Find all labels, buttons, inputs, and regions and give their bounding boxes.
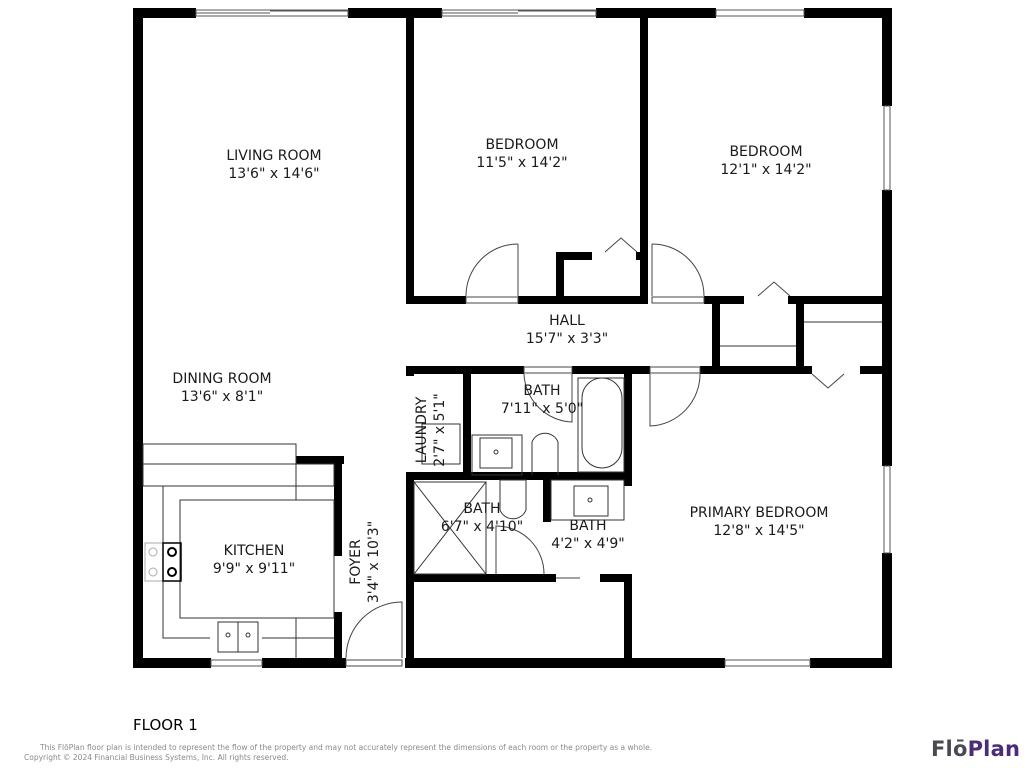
room-dimensions: 3'4" x 10'3": [366, 520, 382, 604]
room-dimensions: 7'11" x 5'0": [500, 401, 584, 417]
room-name: BATH: [463, 501, 501, 517]
room-label-hall: HALL 15'7" x 3'3": [526, 312, 608, 348]
logo-part-2: Plan: [967, 737, 1021, 761]
room-dimensions: 11'5" x 14'2": [476, 155, 568, 171]
room-dimensions: 6'7" x 4'10": [440, 519, 524, 535]
fixtures: [142, 321, 882, 658]
room-label-bedroom-2: BEDROOM 12'1" x 14'2": [720, 143, 811, 179]
copyright-line: Copyright © 2024 Financial Business Syst…: [24, 753, 289, 762]
room-label-bath-1: BATH 7'11" x 5'0": [501, 382, 583, 418]
room-label-kitchen: KITCHEN 9'9" x 9'11": [213, 542, 295, 578]
disclaimer-line-1: This FlōPlan floor plan is intended to r…: [40, 743, 653, 752]
room-label-bedroom-1: BEDROOM 11'5" x 14'2": [476, 136, 567, 172]
room-label-foyer: FOYER 3'4" x 10'3": [347, 516, 383, 608]
room-label-laundry: LAUNDRY 2'7" x 5'1": [413, 390, 449, 470]
room-label-living-room: LIVING ROOM 13'6" x 14'6": [226, 147, 321, 183]
logo-part-1: Flō: [931, 737, 968, 761]
room-dimensions: 12'8" x 14'5": [713, 523, 805, 539]
room-label-primary-bedroom: PRIMARY BEDROOM 12'8" x 14'5": [690, 504, 829, 540]
room-name: FOYER: [348, 539, 364, 585]
room-name: DINING ROOM: [172, 371, 272, 387]
disclaimer: This FlōPlan floor plan is intended to r…: [24, 743, 652, 763]
room-dimensions: 12'1" x 14'2": [720, 162, 812, 178]
room-dimensions: 15'7" x 3'3": [525, 331, 609, 347]
room-name: BATH: [569, 518, 607, 534]
room-name: BEDROOM: [485, 137, 559, 153]
floor-label: FLOOR 1: [133, 716, 198, 734]
room-label-bath-3: BATH 4'2" x 4'9": [551, 517, 624, 553]
room-dimensions: 13'6" x 8'1": [180, 389, 264, 405]
room-dimensions: 4'2" x 4'9": [551, 536, 625, 552]
floplan-logo: FlōPlan: [931, 737, 1020, 761]
room-label-bath-2: BATH 6'7" x 4'10": [441, 500, 523, 536]
doors: [345, 237, 845, 667]
room-label-dining-room: DINING ROOM 13'6" x 8'1": [172, 370, 271, 406]
room-name: HALL: [549, 313, 585, 329]
room-name: KITCHEN: [223, 543, 285, 559]
walls: [133, 8, 892, 668]
room-dimensions: 13'6" x 14'6": [228, 166, 320, 182]
room-name: BATH: [523, 383, 561, 399]
room-dimensions: 9'9" x 9'11": [212, 561, 296, 577]
windows: [195, 9, 891, 667]
room-name: LAUNDRY: [414, 396, 430, 464]
room-name: BEDROOM: [729, 144, 803, 160]
room-name: PRIMARY BEDROOM: [689, 505, 829, 521]
room-name: LIVING ROOM: [226, 148, 322, 164]
room-dimensions: 2'7" x 5'1": [432, 393, 448, 467]
